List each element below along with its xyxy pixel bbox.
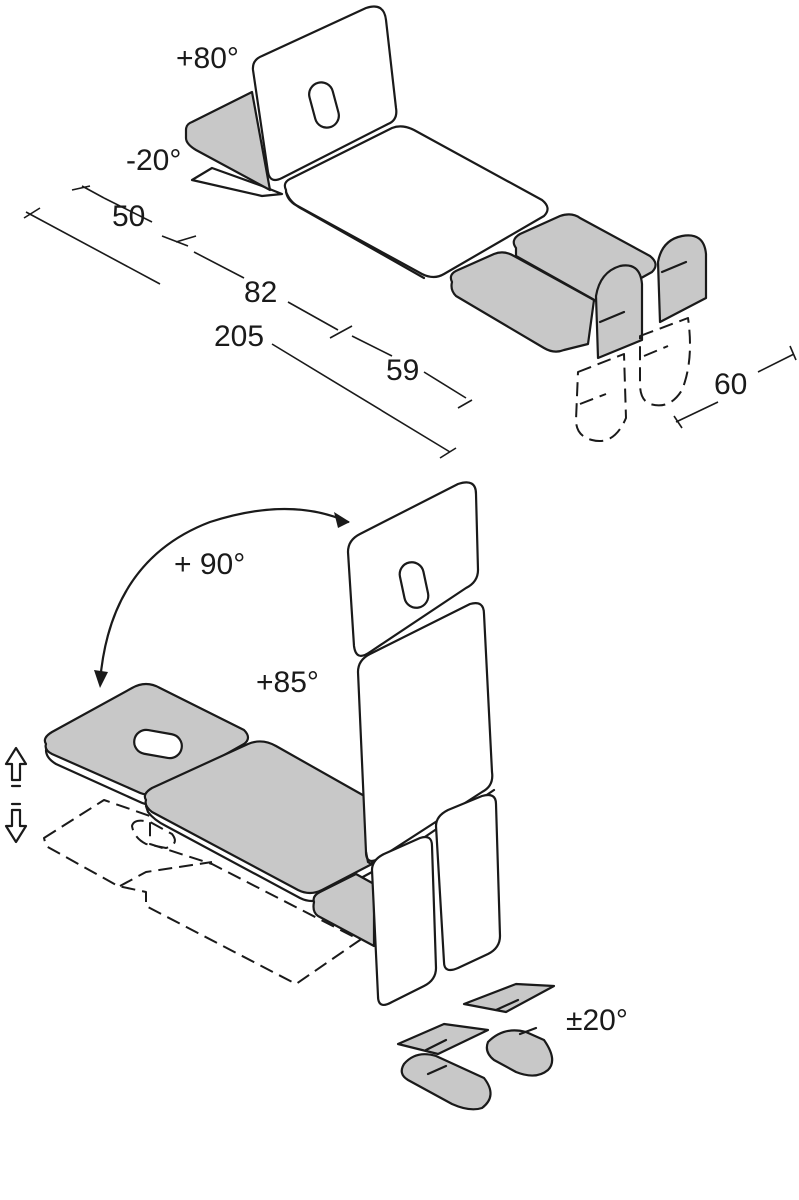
foot-rest-lowered-left [575,353,627,442]
head-rest-base [184,90,272,192]
foot-rest-back [485,1029,554,1077]
foot-rest-right [656,234,708,324]
arc-arrowhead-bottom [94,670,108,688]
face-hole [308,81,340,129]
dimension-lines [23,185,797,459]
rotation-arc [98,507,350,684]
head-support-lowered [190,166,284,198]
back-rotation-angle-label: + 90° [174,548,245,581]
face-hole-flat [133,728,183,760]
dim-width: 60 [714,368,747,401]
seat-tilt-angle-label: +85° [256,666,319,699]
dim-total-length: 205 [214,320,264,353]
leg-pad-left [449,251,596,353]
foot-rest-lowered-right [639,317,691,407]
head-up-angle-label: +80° [176,42,239,75]
lowered-position-outline [43,799,361,985]
bottom-chair-view [43,481,556,1111]
head-down-angle-label: -20° [126,144,181,177]
dim-leg-section: 59 [386,354,419,387]
dim-head-section: 50 [112,200,145,233]
foot-rest-front [400,1053,492,1111]
head-panel-raised [251,5,398,182]
back-body-panel [356,602,494,862]
arrow-down-icon [4,802,28,844]
leg-panel-right [434,793,502,972]
foot-tilt-angle-label: ±20° [566,1004,628,1037]
face-hole-back [398,561,430,609]
leg-panel-left [370,835,438,1006]
arrow-up-icon [4,746,28,788]
foot-rest-left [594,264,644,360]
top-table-view [184,5,708,442]
dim-seat-section: 82 [244,276,277,309]
arc-arrowhead-top [334,512,350,528]
